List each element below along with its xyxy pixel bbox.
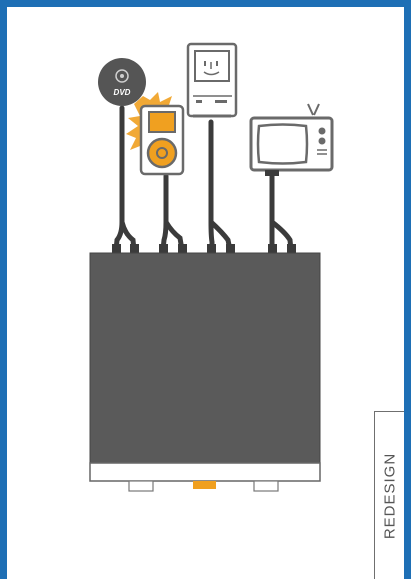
- dvd-disc-icon: DVD: [98, 58, 146, 106]
- hub-front-panel: [90, 463, 320, 481]
- cable-mac: [211, 122, 212, 250]
- redesign-label: REDESIGN: [382, 453, 399, 539]
- hub-body: [90, 253, 320, 463]
- redesign-tag: REDESIGN: [374, 411, 404, 579]
- hub-device: [90, 253, 320, 491]
- tv-icon: [251, 104, 332, 176]
- hub-foot-left: [129, 481, 153, 491]
- mac-computer-icon: [188, 44, 236, 116]
- hub-indicator-light: [193, 481, 216, 489]
- hub-foot-right: [254, 481, 278, 491]
- dvd-label: DVD: [114, 88, 131, 97]
- cable-dvd: [116, 108, 122, 250]
- ipod-icon: [126, 92, 184, 174]
- cable-ipod: [163, 176, 166, 250]
